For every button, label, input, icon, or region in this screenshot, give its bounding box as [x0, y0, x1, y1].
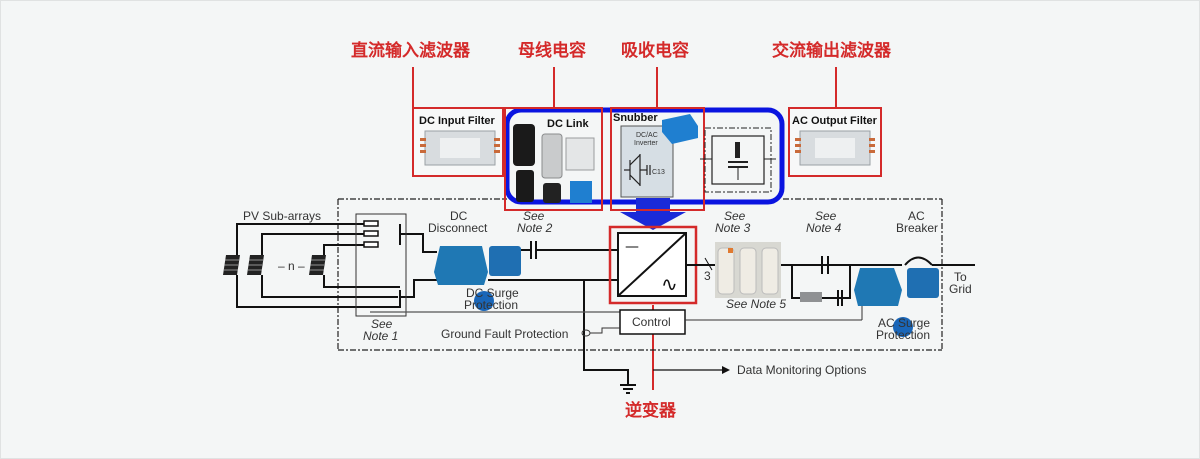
snubber-capacitor-image	[662, 114, 698, 144]
see-note2-note: Note 2	[517, 221, 553, 235]
ac-output-filter-title: AC Output Filter	[792, 115, 878, 127]
ac-inductor-image	[715, 242, 781, 298]
arrow-head-icon	[722, 366, 730, 374]
see-note1-note: Note 1	[363, 329, 398, 343]
pv-panel-icons	[223, 255, 326, 275]
snubber-title: Snubber	[613, 112, 658, 124]
fuse-icons	[363, 220, 379, 248]
pv-wiring	[236, 223, 437, 308]
see-note4-see: See	[815, 209, 837, 223]
inverter-block: — ∿	[608, 225, 698, 305]
resistor-image	[800, 292, 822, 302]
data-monitoring-label: Data Monitoring Options	[737, 363, 866, 377]
phase-count-label: 3	[704, 269, 711, 283]
dc-surge-module-image	[489, 246, 521, 276]
ac-breaker-label-2: Breaker	[896, 221, 938, 235]
ac-surge-label-1: AC Surge	[878, 316, 930, 330]
control-block	[619, 309, 686, 335]
filter-module-icon	[420, 130, 500, 166]
dc-surge-label-1: DC Surge	[466, 286, 519, 300]
snubber-inner-label-2: Inverter	[634, 140, 658, 147]
ground-fault-label: Ground Fault Protection	[441, 327, 568, 341]
dc-varistor-image	[474, 291, 494, 311]
dc-bus-wiring	[488, 241, 636, 394]
capacitor-images	[513, 124, 595, 203]
dc-disconnect-label-1: DC	[450, 209, 468, 223]
callout-snubber: 吸收电容	[621, 40, 689, 61]
ac-symbol-icon: ∿	[661, 272, 678, 296]
dc-disconnect-label-2: Disconnect	[428, 221, 488, 235]
see-note3-note: Note 3	[715, 221, 751, 235]
ac-breaker-label-1: AC	[908, 209, 925, 223]
dc-link-box: DC Link	[504, 107, 603, 211]
control-label: Control	[632, 315, 671, 329]
see-note3-see: See	[724, 209, 746, 223]
callout-dc-input-filter: 直流输入滤波器	[351, 40, 471, 61]
dc-input-filter-title: DC Input Filter	[419, 115, 495, 127]
pv-sub-arrays-label: PV Sub-arrays	[243, 209, 321, 223]
to-grid-label-2: Grid	[949, 282, 972, 296]
dc-symbol-icon: —	[625, 239, 639, 255]
see-note4-note: Note 4	[806, 221, 842, 235]
ac-output-filter-box: AC Output Filter	[788, 107, 882, 177]
igbt-symbol-icon	[624, 154, 651, 186]
callout-inverter: 逆变器	[625, 400, 677, 421]
ac-breaker-image	[907, 268, 939, 298]
dc-link-title: DC Link	[547, 118, 589, 130]
snubber-inner-label-1: DC/AC	[636, 132, 658, 139]
dc-surge-label-2: Protection	[464, 298, 518, 312]
to-grid-label-1: To	[954, 270, 967, 284]
phase-tick	[704, 257, 713, 271]
see-note1-see: See	[371, 317, 393, 331]
see-note2-see: See	[523, 209, 545, 223]
ac-surge-label-2: Protection	[876, 328, 930, 342]
system-boundary	[337, 198, 943, 351]
combiner-box	[355, 213, 407, 317]
snubber-capacitor-symbol	[700, 127, 776, 193]
pv-count-label: – n –	[278, 259, 305, 273]
snubber-box: Snubber DC/AC Inverter C13	[610, 107, 705, 211]
see-note5-label: See Note 5	[726, 297, 786, 311]
snubber-cap-label: C13	[652, 169, 665, 176]
ac-surge-module-image	[854, 268, 902, 306]
ac-varistor-image	[893, 317, 913, 337]
dc-input-filter-box: DC Input Filter	[412, 107, 504, 177]
filter-module-icon	[795, 130, 875, 166]
callout-dc-link: 母线电容	[518, 40, 586, 61]
dc-disconnect-image	[434, 246, 488, 285]
callout-ac-output-filter: 交流输出滤波器	[772, 40, 892, 61]
